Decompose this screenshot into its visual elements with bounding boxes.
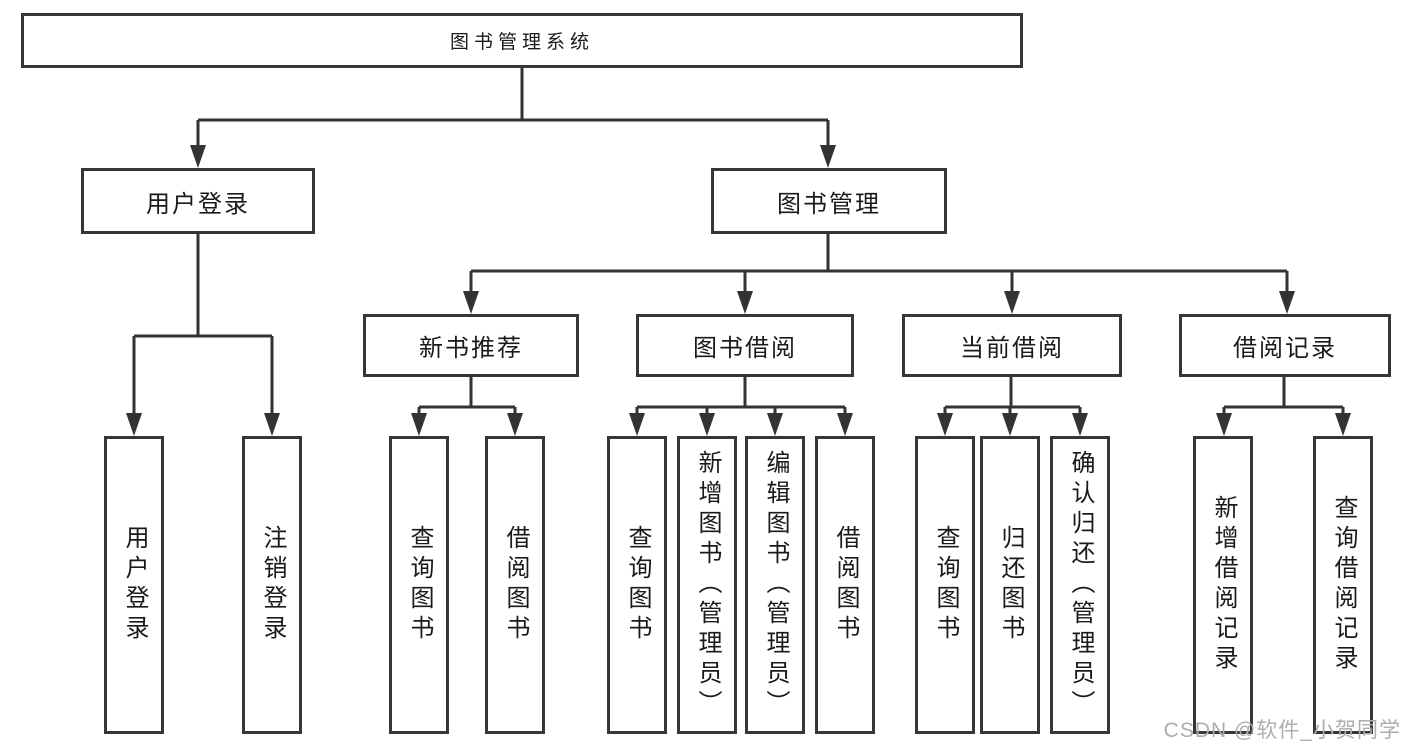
node-borrowing-records: 借阅记录 bbox=[1179, 314, 1391, 377]
node-label: 新书推荐 bbox=[419, 335, 523, 362]
node-current-borrowing: 当前借阅 bbox=[902, 314, 1122, 377]
leaf-query-books-3: 查询图书 bbox=[915, 436, 975, 734]
leaf-query-books-2: 查询图书 bbox=[607, 436, 667, 734]
node-label: 查询图书 bbox=[624, 525, 651, 645]
node-label: 借阅图书 bbox=[832, 525, 859, 645]
node-label: 借阅图书 bbox=[502, 525, 529, 645]
leaf-confirm-return-admin: 确认归还（管理员） bbox=[1050, 436, 1110, 734]
node-label: 新增图书（管理员） bbox=[694, 450, 721, 720]
leaf-logout: 注销登录 bbox=[242, 436, 302, 734]
node-label: 用户登录 bbox=[146, 190, 250, 218]
leaf-return-books: 归还图书 bbox=[980, 436, 1040, 734]
leaf-query-books-1: 查询图书 bbox=[389, 436, 449, 734]
node-label: 查询图书 bbox=[406, 525, 433, 645]
node-label: 借阅记录 bbox=[1233, 335, 1337, 362]
leaf-add-books-admin: 新增图书（管理员） bbox=[677, 436, 737, 734]
node-book-management: 图书管理 bbox=[711, 168, 947, 234]
node-label: 图书借阅 bbox=[693, 335, 797, 362]
node-user-login: 用户登录 bbox=[81, 168, 315, 234]
node-label: 注销登录 bbox=[259, 525, 286, 645]
leaf-edit-books-admin: 编辑图书（管理员） bbox=[745, 436, 805, 734]
node-label: 用户登录 bbox=[121, 525, 148, 645]
node-label: 当前借阅 bbox=[960, 335, 1064, 362]
node-label: 查询借阅记录 bbox=[1330, 495, 1357, 675]
node-new-book-recommend: 新书推荐 bbox=[363, 314, 579, 377]
leaf-user-login: 用户登录 bbox=[104, 436, 164, 734]
node-system-title: 图书管理系统 bbox=[21, 13, 1023, 68]
node-label: 图书管理 bbox=[777, 190, 881, 218]
leaf-query-borrow-record: 查询借阅记录 bbox=[1313, 436, 1373, 734]
node-book-borrowing: 图书借阅 bbox=[636, 314, 854, 377]
node-label: 编辑图书（管理员） bbox=[762, 450, 789, 720]
node-label: 新增借阅记录 bbox=[1210, 495, 1237, 675]
node-label: 图书管理系统 bbox=[449, 32, 594, 53]
node-label: 归还图书 bbox=[997, 525, 1024, 645]
node-label: 查询图书 bbox=[932, 525, 959, 645]
csdn-watermark: CSDN @软件_小贺同学 bbox=[1163, 719, 1401, 742]
node-label: 确认归还（管理员） bbox=[1067, 450, 1094, 720]
leaf-add-borrow-record: 新增借阅记录 bbox=[1193, 436, 1253, 734]
leaf-borrow-books-1: 借阅图书 bbox=[485, 436, 545, 734]
leaf-borrow-books-2: 借阅图书 bbox=[815, 436, 875, 734]
